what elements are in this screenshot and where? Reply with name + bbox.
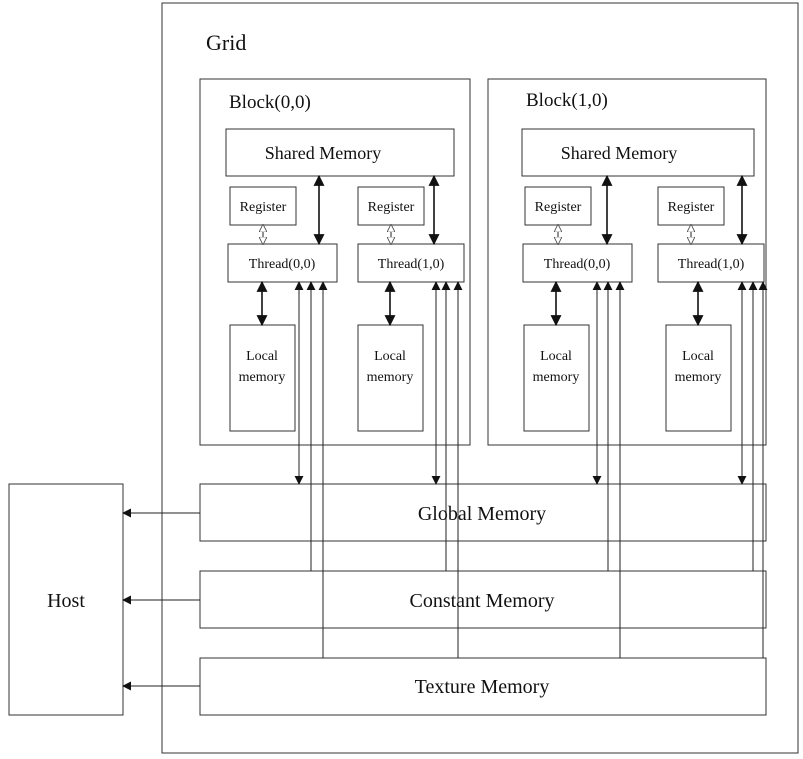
block-0-0-shared-memory-label: Shared Memory [265, 143, 381, 163]
block-0-0-thread-1-label: Thread(1,0) [378, 257, 445, 272]
block-0-0-thread-0-local-memory [229, 324, 296, 432]
constant-memory [199, 570, 767, 629]
block-0-0-thread-1 [357, 243, 465, 283]
texture-memory [199, 657, 767, 716]
global-memory-label: Global Memory [418, 503, 546, 525]
texture-memory-label: Texture Memory [415, 676, 550, 698]
block-1-0-thread-0-local-line1: Local [540, 349, 572, 364]
block-0-0-thread-1-local-memory [357, 324, 424, 432]
host-label: Host [47, 590, 85, 612]
block-1-0-thread-1-label: Thread(1,0) [678, 257, 745, 272]
block-0-0-shared-memory [225, 128, 455, 177]
block-1-0-label: Block(1,0) [526, 90, 608, 111]
block-1-0-thread-1-local-memory [665, 324, 732, 432]
block-1-0-thread-1-local-line1: Local [682, 349, 714, 364]
block-0-0-thread-1-local-line2: memory [367, 370, 414, 385]
block-0-0-thread-0-register [229, 186, 297, 226]
grid-label: Grid [206, 30, 246, 55]
block-1-0-thread-0-local-line2: memory [533, 370, 580, 385]
block-0-0-label: Block(0,0) [229, 92, 311, 113]
block-0-0-thread-0-local-line2: memory [239, 370, 286, 385]
block-1-0-thread-1-register-label: Register [668, 200, 715, 215]
host-box [8, 483, 124, 716]
block-1-0-thread-0-register-label: Register [535, 200, 582, 215]
block-0-0-thread-0-local-line1: Local [246, 349, 278, 364]
block-0-0-thread-0-label: Thread(0,0) [249, 257, 316, 272]
block-0-0-thread-1-register-label: Register [368, 200, 415, 215]
constant-memory-label: Constant Memory [410, 590, 555, 612]
block-0-0-thread-0-register-label: Register [240, 200, 287, 215]
block-1-0-shared-memory-label: Shared Memory [561, 143, 677, 163]
global-memory [199, 483, 767, 542]
block-0-0: Block(0,0) Shared Memory Register Thread… [199, 78, 471, 446]
block-0-0-thread-1-local-line1: Local [374, 349, 406, 364]
block-1-0-thread-0 [522, 243, 633, 283]
block-1-0-thread-0-register [524, 186, 592, 226]
block-1-0: Block(1,0) Shared Memory Register Thread… [487, 78, 767, 446]
block-1-0-shared-memory [521, 128, 755, 177]
block-1-0-thread-0-label: Thread(0,0) [544, 257, 611, 272]
block-0-0-thread-0 [227, 243, 338, 283]
block-1-0-thread-1 [657, 243, 765, 283]
block-1-0-thread-1-local-line2: memory [675, 370, 722, 385]
